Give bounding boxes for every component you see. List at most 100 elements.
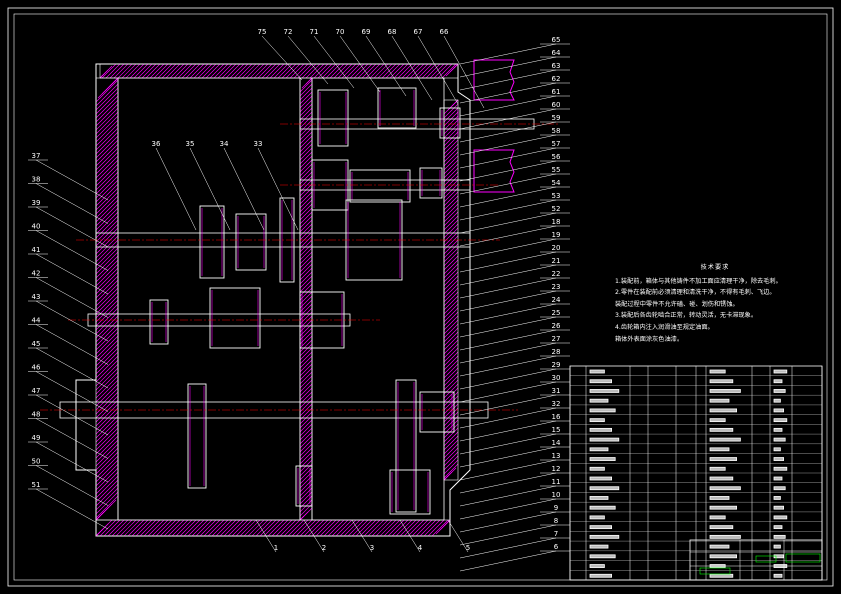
hatch-stroke xyxy=(299,431,313,445)
hatch-stroke xyxy=(299,255,313,269)
table-cell-mark xyxy=(709,408,738,413)
technical-requirements-title: 技术要求 xyxy=(700,264,730,271)
hatch-stroke xyxy=(443,307,459,323)
inner-border xyxy=(13,13,828,581)
table-cell-mark xyxy=(589,554,616,559)
hatch-stroke xyxy=(299,167,313,181)
hatch-stroke xyxy=(443,195,459,211)
title-green-box xyxy=(755,555,777,563)
hatch-stroke xyxy=(95,359,119,383)
part-number-51: 51 xyxy=(32,481,41,489)
hatch-stroke xyxy=(95,115,119,139)
hatch-stroke xyxy=(385,63,401,79)
leader-line xyxy=(261,35,303,81)
hatch-stroke xyxy=(299,419,313,433)
hatch-stroke xyxy=(153,63,169,79)
hatch-stroke xyxy=(109,63,125,79)
hatch-stroke xyxy=(259,519,277,537)
part-number-39: 39 xyxy=(32,199,41,207)
leader-lines xyxy=(28,35,570,572)
hatch-stroke xyxy=(443,423,459,439)
hatch-stroke xyxy=(95,407,119,431)
hatch-stroke xyxy=(203,519,221,537)
hatch-stroke xyxy=(297,63,313,79)
hatch-stroke xyxy=(183,519,201,537)
table-cell-mark xyxy=(589,496,609,500)
leader-line xyxy=(459,511,557,533)
hatch-stroke xyxy=(151,519,169,537)
hatch-stroke xyxy=(269,63,285,79)
hatch-stroke xyxy=(157,63,173,79)
gears xyxy=(149,59,515,515)
hatch-stroke xyxy=(443,335,459,351)
table-cell-mark xyxy=(589,466,605,471)
hatch-stroke xyxy=(299,271,313,285)
table-cell-mark xyxy=(709,476,734,481)
hatch-stroke xyxy=(321,63,337,79)
leader-line xyxy=(459,420,557,442)
hatch-stroke xyxy=(95,371,119,395)
leader-line xyxy=(35,300,109,342)
part-number-66: 66 xyxy=(440,28,449,36)
table-cell-mark xyxy=(709,573,734,578)
hatch-stroke xyxy=(95,331,119,355)
hatch-stroke xyxy=(95,495,119,519)
part-number-40: 40 xyxy=(32,223,41,231)
hatch-stroke xyxy=(299,211,313,225)
hatch-stroke xyxy=(95,287,119,311)
hatch-stroke xyxy=(95,151,119,175)
hatch-stroke xyxy=(95,219,119,243)
hatch-stroke xyxy=(177,63,193,79)
hatch-stroke xyxy=(159,519,177,537)
hatch-stroke xyxy=(299,279,313,293)
hatch-stroke xyxy=(149,63,165,79)
leader-line xyxy=(287,35,329,85)
hatch-stroke xyxy=(299,259,313,273)
hatch-stroke xyxy=(95,415,119,439)
hatch-stroke xyxy=(443,427,459,443)
hatch-stroke xyxy=(95,275,119,299)
part-number-27: 27 xyxy=(552,335,561,343)
hatch-stroke xyxy=(313,63,329,79)
hatch-stroke xyxy=(421,63,437,79)
part-number-48: 48 xyxy=(32,411,41,419)
hatch-stroke xyxy=(131,519,149,537)
hatch-stroke xyxy=(443,207,459,223)
table-cell-mark xyxy=(709,447,730,452)
hatch-stroke xyxy=(443,375,459,391)
hatch-stroke xyxy=(279,519,297,537)
hatch-stroke xyxy=(287,519,305,537)
leader-line xyxy=(459,251,557,273)
table-cell-mark xyxy=(773,544,781,549)
hatch-stroke xyxy=(107,519,125,537)
part-number-28: 28 xyxy=(552,348,561,356)
part-number-7: 7 xyxy=(554,530,558,538)
hatch-stroke xyxy=(273,63,289,79)
section-hatching xyxy=(95,63,459,537)
title-block xyxy=(689,539,823,581)
hatch-stroke xyxy=(337,63,353,79)
gear-block xyxy=(439,107,461,139)
leader-line xyxy=(35,488,109,530)
hatch-stroke xyxy=(95,207,119,231)
hatch-stroke xyxy=(299,423,313,437)
hatch-stroke xyxy=(443,291,459,307)
hatch-stroke xyxy=(443,215,459,231)
hatch-stroke xyxy=(299,139,313,153)
hatch-stroke xyxy=(95,131,119,155)
hatch-stroke xyxy=(381,63,397,79)
part-number-29: 29 xyxy=(552,361,561,369)
hatch-stroke xyxy=(443,299,459,315)
hatch-stroke xyxy=(443,231,459,247)
hatch-stroke xyxy=(363,519,381,537)
hatch-stroke xyxy=(443,355,459,371)
center-lines xyxy=(40,123,560,411)
hatch-stroke xyxy=(425,63,441,79)
table-cell-mark xyxy=(589,408,616,413)
technical-requirement-line: 4.齿轮箱内注入润滑油至规定油面。 xyxy=(615,323,714,331)
leader-line xyxy=(459,69,557,91)
hatch-stroke xyxy=(95,323,119,347)
part-number-8: 8 xyxy=(554,517,558,525)
hatch-stroke xyxy=(299,175,313,189)
hatch-stroke xyxy=(399,519,417,537)
